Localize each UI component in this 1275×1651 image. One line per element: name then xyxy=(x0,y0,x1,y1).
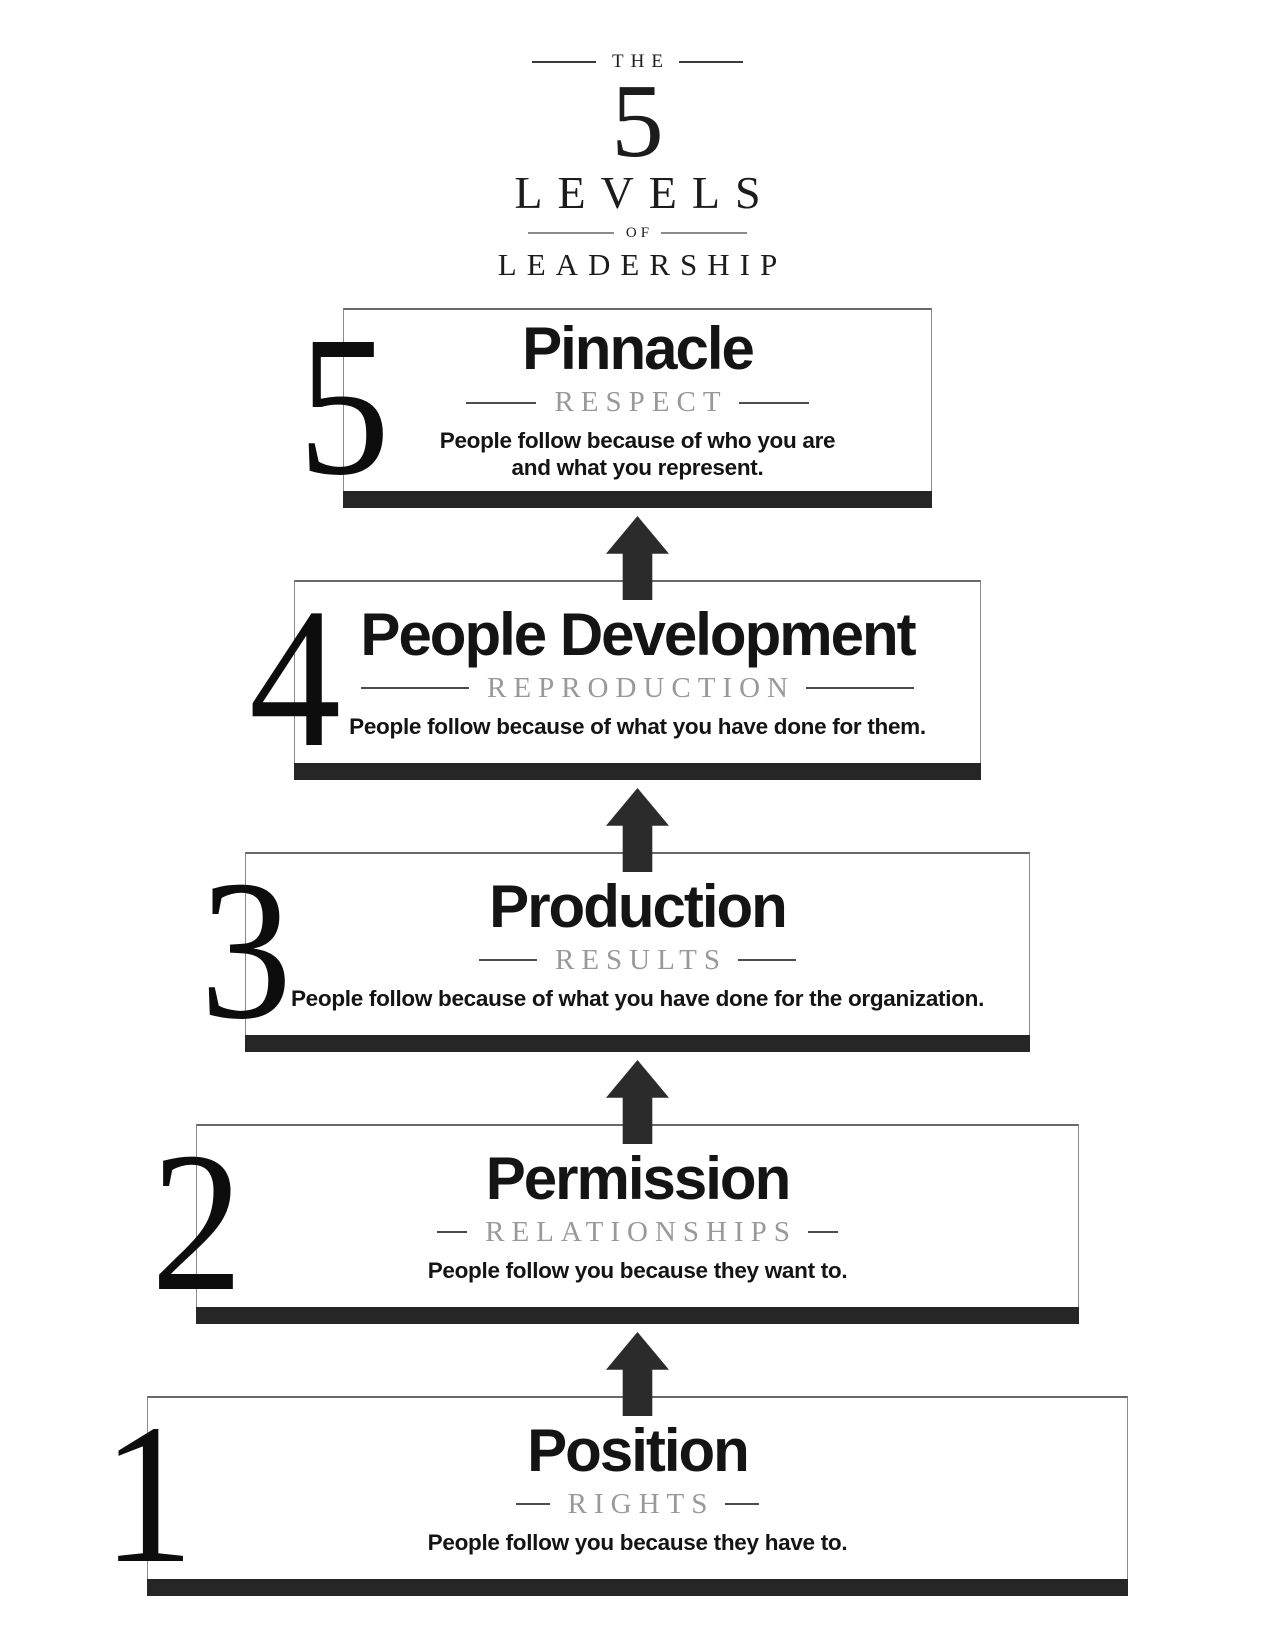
caption-line-2: and what you represent. xyxy=(511,455,764,480)
level-5-caption: People follow because of who you are and… xyxy=(440,428,836,481)
level-4-box: 4 People Development REPRODUCTION People… xyxy=(249,578,981,780)
level-3-caption: People follow because of what you have d… xyxy=(291,986,984,1013)
level-1-caption: People follow you because they have to. xyxy=(428,1530,848,1557)
subtitle-right-line xyxy=(738,959,797,962)
level-1-title: Position xyxy=(527,1416,750,1484)
level-5-base-bar xyxy=(343,491,932,508)
level-1-box: 1 Position RIGHTS People follow you beca… xyxy=(102,1394,1128,1596)
level-4-title: People Development xyxy=(360,600,916,668)
logo-number-5: 5 xyxy=(611,62,664,179)
level-3-title: Production xyxy=(489,872,788,940)
subtitle-left-line xyxy=(466,401,537,404)
level-2-title: Permission xyxy=(485,1144,791,1212)
level-1-subtitle-text: RIGHTS xyxy=(567,1487,715,1520)
level-4-subtitle: REPRODUCTION xyxy=(361,671,914,704)
level-2-subtitle-text: RELATIONSHIPS xyxy=(485,1215,797,1248)
caption-line-1: People follow you because they want to. xyxy=(427,1257,848,1283)
level-5-title: Pinnacle xyxy=(522,315,755,383)
level-5-subtitle-text: RESPECT xyxy=(554,386,728,419)
level-4-numeral: 4 xyxy=(249,567,341,789)
logo: THE 5 LEVELS OF LEADERSHIP xyxy=(0,52,1275,282)
level-3-subtitle: RESULTS xyxy=(478,943,797,976)
logo-of-right-rule xyxy=(661,232,748,235)
logo-right-rule xyxy=(678,60,743,63)
level-1-subtitle: RIGHTS xyxy=(515,1487,760,1520)
level-5-numeral: 5 xyxy=(298,295,390,517)
level-2-base-bar xyxy=(196,1307,1079,1324)
caption-line-1: People follow you because they have to. xyxy=(427,1529,848,1555)
level-4-subtitle-text: REPRODUCTION xyxy=(487,671,795,704)
logo-of-left-rule xyxy=(527,232,614,235)
subtitle-left-line xyxy=(515,1503,550,1506)
subtitle-right-line xyxy=(738,401,809,404)
level-2-subtitle: RELATIONSHIPS xyxy=(437,1215,838,1248)
level-3-subtitle-text: RESULTS xyxy=(554,943,728,976)
subtitle-left-line xyxy=(361,687,470,690)
caption-line-1: People follow because of what you have d… xyxy=(290,985,985,1011)
level-3-box: 3 Production RESULTS People follow becau… xyxy=(200,850,1030,1052)
level-1-base-bar xyxy=(147,1579,1128,1596)
subtitle-right-line xyxy=(805,687,914,690)
subtitle-right-line xyxy=(725,1503,760,1506)
level-2-box: 2 Permission RELATIONSHIPS People follow… xyxy=(151,1122,1079,1324)
logo-the-text: THE xyxy=(612,51,670,72)
logo-the-row: THE xyxy=(532,52,743,71)
level-2-caption: People follow you because they want to. xyxy=(428,1258,848,1285)
logo-of-row: OF xyxy=(527,224,748,241)
level-5-subtitle: RESPECT xyxy=(466,386,809,419)
logo-leadership-text: LEADERSHIP xyxy=(497,246,788,282)
logo-of-text: OF xyxy=(625,224,654,241)
logo-left-rule xyxy=(532,60,597,63)
subtitle-left-line xyxy=(437,1231,468,1234)
level-1-numeral: 1 xyxy=(102,1383,194,1605)
level-3-base-bar xyxy=(245,1035,1030,1052)
caption-line-1: People follow because of what you have d… xyxy=(349,713,926,739)
level-5-box: 5 Pinnacle RESPECT People follow because… xyxy=(298,306,932,508)
level-2-numeral: 2 xyxy=(151,1111,243,1333)
subtitle-right-line xyxy=(807,1231,838,1234)
caption-line-1: People follow because of who you are xyxy=(439,428,836,454)
level-4-base-bar xyxy=(294,763,981,780)
logo-levels-text: LEVELS xyxy=(514,167,776,218)
subtitle-left-line xyxy=(478,959,537,962)
level-4-caption: People follow because of what you have d… xyxy=(349,714,926,741)
level-3-numeral: 3 xyxy=(200,839,292,1061)
